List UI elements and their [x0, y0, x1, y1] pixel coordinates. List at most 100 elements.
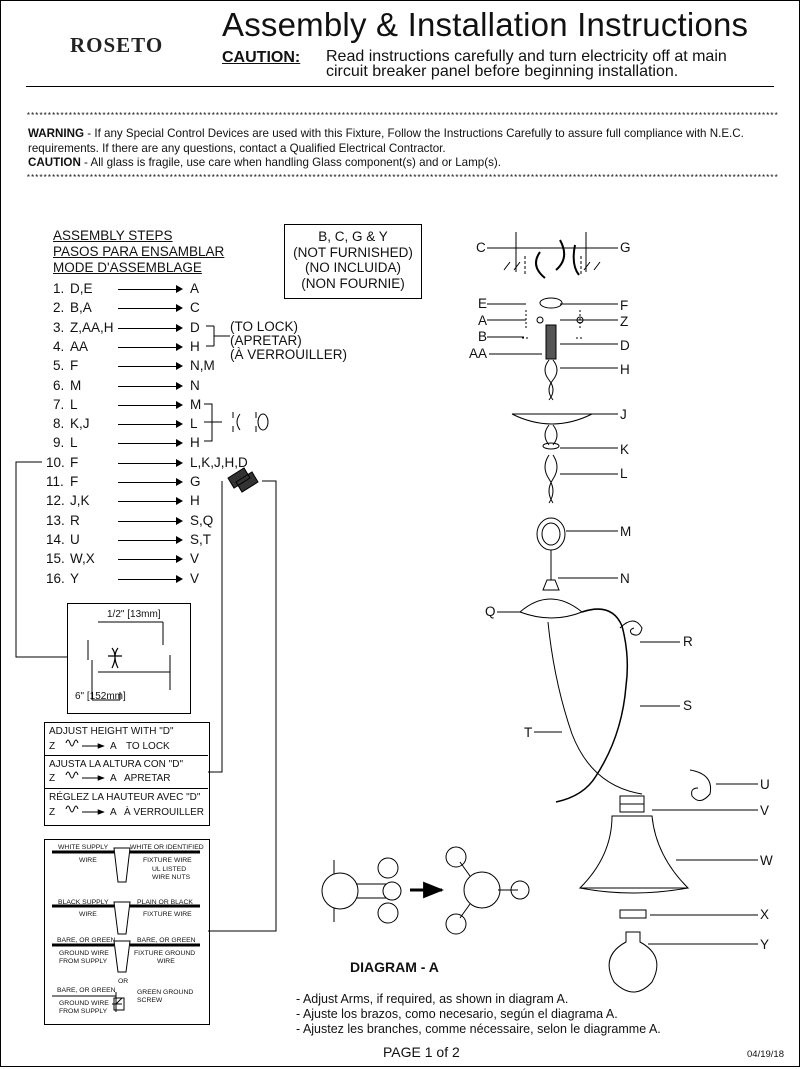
step-arrow [118, 308, 180, 309]
step-from-parts: K,J [70, 416, 90, 431]
step-to-part: S,Q [190, 513, 214, 528]
header-divider [26, 86, 774, 87]
step-to-part: N [190, 378, 200, 393]
step-from-parts: U [70, 532, 80, 547]
lock-note-es: (APRETAR) [230, 333, 302, 348]
diagram-note-es: - Ajuste los brazos, como necesario, seg… [296, 1007, 618, 1021]
not-furnished-en: (NOT FURNISHED) [293, 244, 413, 260]
warning-block: WARNING - If any Special Control Devices… [28, 127, 780, 171]
part-label-j: J [620, 407, 627, 422]
part-label-d: D [620, 338, 630, 353]
step-to-part: L,K,J,H,D [190, 455, 248, 470]
part-label-c: C [476, 240, 486, 255]
step-arrow-head [176, 285, 183, 293]
step-to-part: V [190, 571, 200, 586]
part-label-y: Y [760, 937, 770, 952]
step-number: 3. [53, 320, 65, 335]
step-to-part: D [190, 320, 200, 335]
ground-supply-label-4: FROM SUPPLY [59, 1008, 108, 1015]
step-arrow-head [176, 536, 183, 544]
step-arrow-head [176, 304, 183, 312]
step-number: 7. [53, 397, 65, 412]
adjust-a-es: A [110, 773, 117, 784]
adjust-z-es: Z [49, 773, 56, 784]
step-to-part: H [190, 435, 200, 450]
lock-bracket [206, 325, 230, 347]
step-from-parts: Z,AA,H [70, 320, 114, 335]
step-to-part: H [190, 493, 200, 508]
step-arrow [118, 501, 180, 502]
lock-note-en: (TO LOCK) [230, 319, 299, 334]
part-label-g: G [620, 240, 631, 255]
rotate-bracket [204, 403, 222, 442]
part-label-h: H [620, 362, 630, 377]
lock-note-fr: (À VERROUILLER) [230, 347, 348, 362]
step-from-parts: M [70, 378, 82, 393]
green-screw-label-2: SCREW [137, 997, 163, 1004]
step-number: 15. [46, 551, 65, 566]
step10-connector [15, 461, 67, 658]
adjust-action-en: TO LOCK [126, 741, 170, 752]
step-from-parts: B,A [70, 300, 92, 315]
part-label-u: U [760, 777, 770, 792]
black-fixture-wire-label: FIXTURE WIRE [143, 911, 192, 918]
not-furnished-fr: (NON FOURNIE) [301, 275, 405, 291]
step-to-part: N,M [190, 358, 215, 373]
step-number: 8. [53, 416, 65, 431]
step12-connector [208, 481, 223, 773]
step-arrow [118, 579, 180, 580]
step-arrow [118, 521, 180, 522]
part-label-m: M [620, 524, 632, 539]
step-arrow-head [176, 555, 183, 563]
warning-text: - If any Special Control Devices are use… [28, 127, 744, 155]
step-arrow-head [176, 575, 183, 583]
part-label-l: L [620, 466, 628, 481]
star-divider-top: ****************************************… [26, 112, 778, 121]
step-arrow [118, 559, 180, 560]
or-label: OR [118, 978, 129, 985]
part-label-q: Q [485, 604, 496, 619]
steps-heading-en: ASSEMBLY STEPS [53, 228, 173, 243]
fixture-drawing [227, 232, 758, 993]
adjust-title-es: AJUSTA LA ALTURA CON "D" [49, 759, 183, 770]
step-arrow [118, 540, 180, 541]
adjust-action-es: APRETAR [124, 773, 171, 784]
green-screw-label: GREEN GROUND [137, 989, 194, 996]
step-arrow [118, 328, 180, 329]
part-label-w: W [760, 853, 773, 868]
step-to-part: H [190, 339, 200, 354]
step-to-part: C [190, 300, 200, 315]
adjust-z-en: Z [49, 741, 56, 752]
glass-caution-text: - All glass is fragile, use care when ha… [80, 156, 501, 169]
part-label-a: A [478, 313, 488, 328]
white-supply-wire-label: WIRE [79, 857, 97, 864]
glass-caution-label: CAUTION [28, 156, 81, 169]
step-from-parts: W,X [70, 551, 95, 566]
step-from-parts: D,E [70, 281, 93, 296]
step-from-parts: F [70, 455, 79, 470]
step-number: 16. [46, 571, 65, 586]
rotate-ccw-icon [236, 413, 241, 431]
strip-length-label: 1/2" [13mm] [107, 609, 161, 620]
step-arrow-head [176, 517, 183, 525]
white-supply-label: WHITE SUPPLY [58, 844, 109, 851]
adjust-title-fr: RÉGLEZ LA HAUTEUR AVEC "D" [49, 792, 201, 803]
adjust-a-en: A [110, 741, 117, 752]
step-arrow-head [176, 324, 183, 332]
wire-nuts-label: UL LISTED [152, 866, 187, 873]
step-number: 2. [53, 300, 65, 315]
part-label-s: S [683, 698, 693, 713]
step-arrow-head [176, 343, 183, 351]
lead-length-label: 6" [152mm] [75, 691, 126, 702]
part-label-aa: AA [469, 346, 488, 361]
caution-text: Read instructions carefully and turn ele… [326, 48, 727, 80]
bare-label-3: BARE, OR GREEN [57, 987, 116, 994]
step-arrow-head [176, 382, 183, 390]
step-arrow [118, 405, 180, 406]
step-from-parts: J,K [70, 493, 90, 508]
ground-supply-label-3: GROUND WIRE [59, 1000, 109, 1007]
step-from-parts: L [70, 397, 78, 412]
step-to-part: L [190, 416, 198, 431]
adjust-divider-2 [44, 788, 208, 789]
